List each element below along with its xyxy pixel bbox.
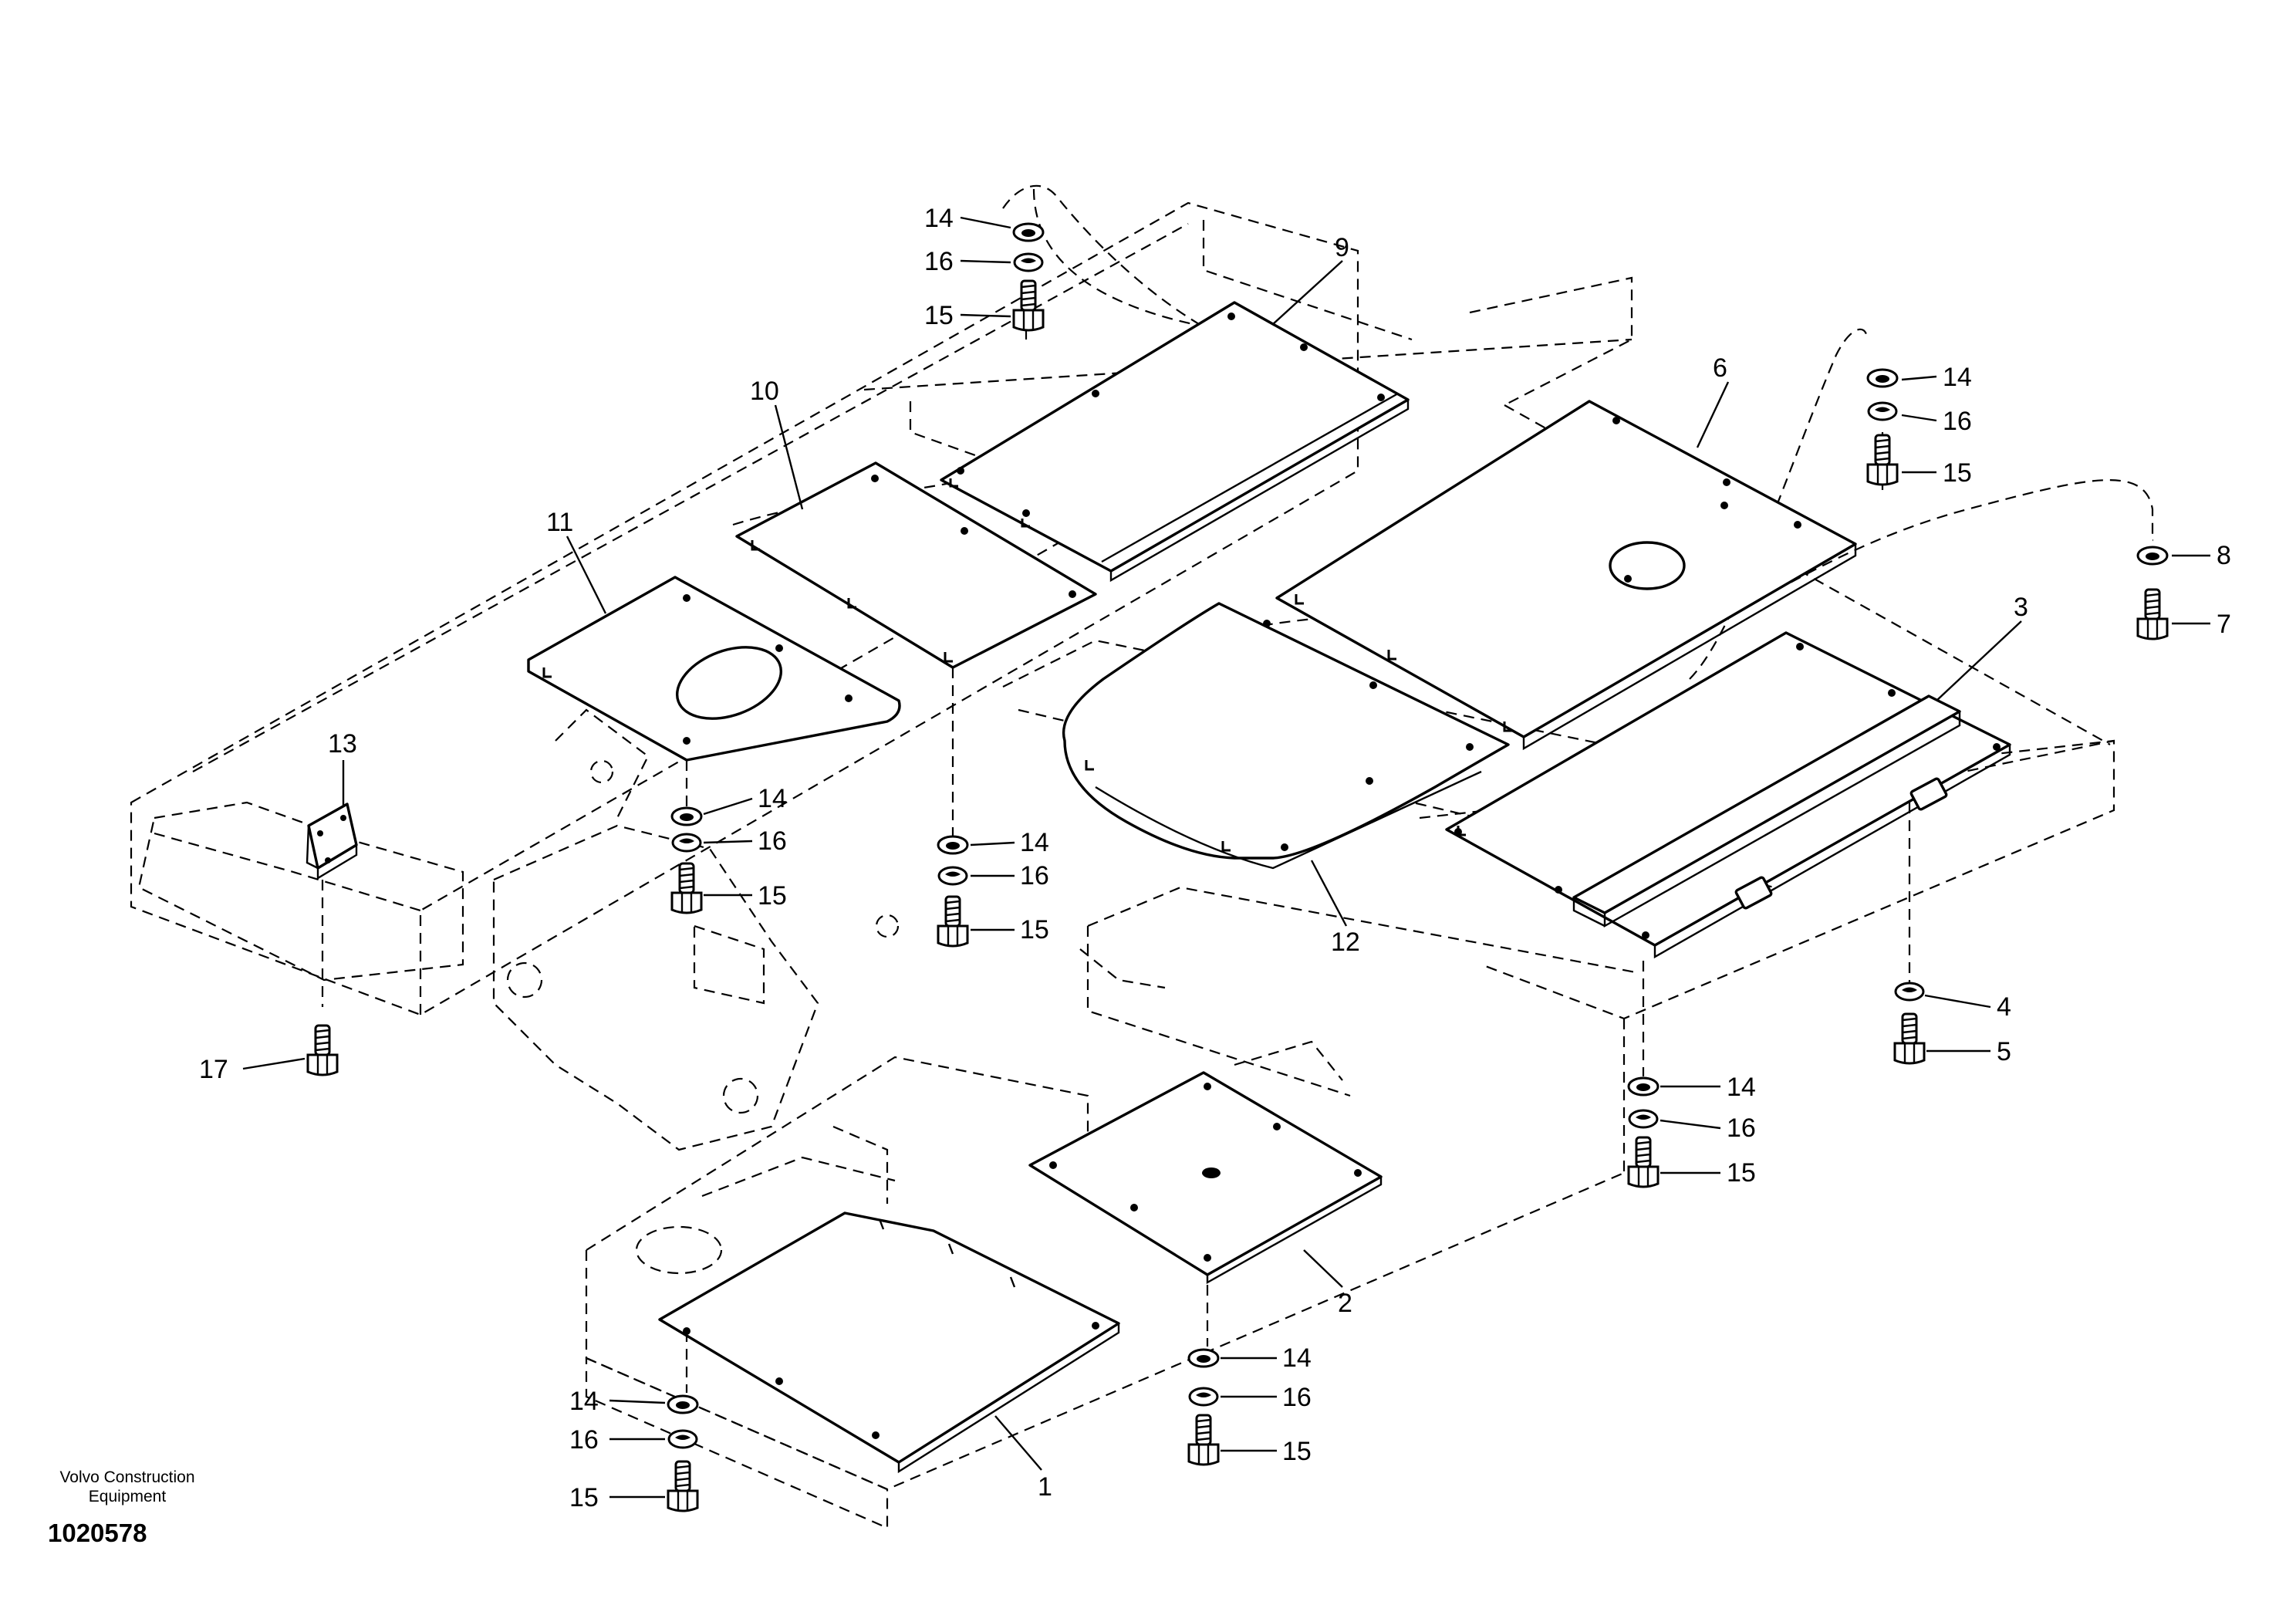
callout-16: 16: [758, 826, 787, 856]
callout-15: 15: [758, 881, 787, 911]
callout-11: 11: [546, 508, 573, 537]
callout-12: 12: [1331, 928, 1360, 957]
fastener-stack-plate-3: [1627, 1076, 1660, 1188]
callout-8: 8: [2217, 541, 2231, 570]
leader-lines: [242, 216, 2210, 1499]
fastener-stack-right-top: [1866, 368, 1899, 486]
fastener-stack-plate-10: [937, 835, 969, 948]
callout-15: 15: [1943, 458, 1972, 488]
left-frame-phantom: [137, 708, 900, 1151]
drawing-number: 1020578: [48, 1519, 147, 1547]
callout-4: 4: [1997, 992, 2011, 1022]
fastener-stack-plate-2: [1187, 1348, 1220, 1466]
callout-14: 14: [758, 784, 787, 813]
callout-16: 16: [1943, 407, 1972, 436]
callout-15: 15: [1020, 915, 1049, 944]
cover-plate-9[interactable]: [940, 301, 1410, 583]
callout-5: 5: [1997, 1037, 2011, 1066]
callout-16: 16: [1282, 1383, 1312, 1412]
callout-14: 14: [1727, 1073, 1756, 1102]
callout-2: 2: [1338, 1289, 1352, 1318]
callout-15: 15: [1727, 1158, 1756, 1188]
fastener-bolt-17: [306, 1024, 339, 1076]
callout-14: 14: [1943, 363, 1972, 392]
bracket-13[interactable]: [306, 803, 358, 880]
callout-13: 13: [328, 729, 357, 759]
fastener-stack-plate-1: [667, 1394, 699, 1512]
cover-plate-3[interactable]: [1445, 631, 2011, 959]
callout-14: 14: [569, 1387, 599, 1416]
upper-frame-phantom: [130, 201, 2111, 1016]
fastener-stack-7-8: [2136, 546, 2169, 640]
brand-label: Volvo Construction Equipment: [31, 1468, 224, 1506]
brand-line-2: Equipment: [88, 1488, 167, 1505]
callout-6: 6: [1713, 353, 1727, 383]
callout-16: 16: [1020, 861, 1049, 890]
fastener-axis-lines: [321, 324, 1911, 1393]
cover-plate-11[interactable]: [527, 576, 901, 762]
fastener-stack-top: [1012, 222, 1045, 332]
brand-line-1: Volvo Construction: [59, 1468, 195, 1486]
callout-14: 14: [1020, 828, 1049, 857]
callout-3: 3: [2014, 593, 2028, 622]
callout-10: 10: [750, 377, 779, 406]
callout-15: 15: [1282, 1437, 1312, 1466]
cover-plate-10[interactable]: [735, 461, 1097, 669]
callout-15: 15: [569, 1483, 599, 1512]
lower-frame-phantom: [585, 1056, 1625, 1529]
cover-plate-12[interactable]: [1062, 602, 1510, 870]
callout-17: 17: [199, 1055, 228, 1084]
cover-plate-2[interactable]: [1028, 1071, 1383, 1285]
callout-1: 1: [1038, 1472, 1052, 1502]
callout-15: 15: [924, 301, 954, 330]
fastener-stack-4-5: [1893, 982, 1926, 1065]
callout-labels: 14 16 15 9 10 11 6 14 16 15 8 7 3 13 14 …: [199, 204, 2231, 1512]
callout-14: 14: [924, 204, 954, 233]
callout-16: 16: [1727, 1113, 1756, 1143]
callout-7: 7: [2217, 610, 2231, 639]
cover-plate-1[interactable]: [658, 1211, 1120, 1474]
callout-16: 16: [924, 247, 954, 276]
callout-16: 16: [569, 1425, 599, 1455]
cover-plate-6[interactable]: [1275, 400, 1857, 751]
callout-9: 9: [1335, 233, 1349, 262]
callout-14: 14: [1282, 1343, 1312, 1373]
